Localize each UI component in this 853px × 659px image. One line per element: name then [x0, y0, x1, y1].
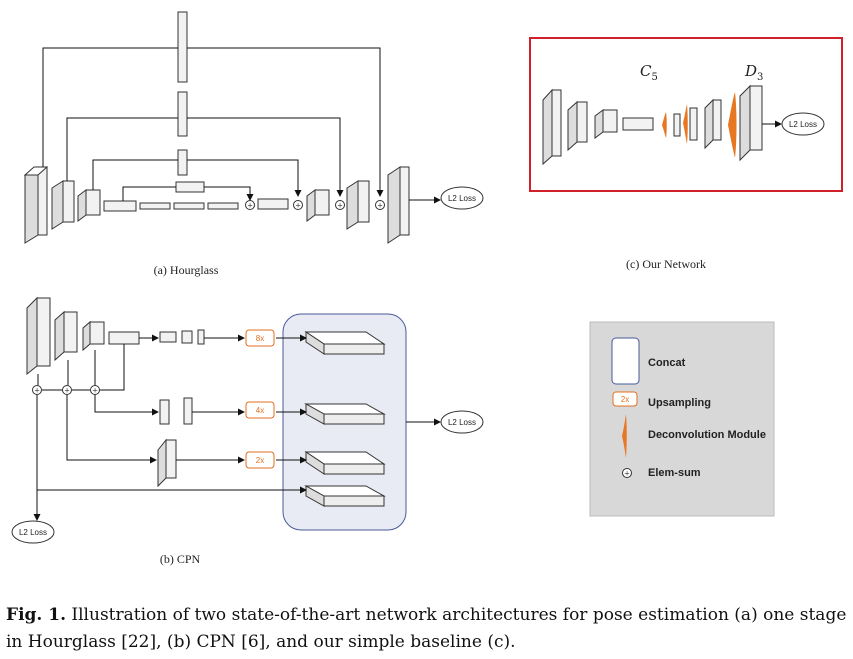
- our-loss-label: L2 Loss: [789, 120, 817, 129]
- upsampling-icon-label: 2x: [621, 395, 629, 404]
- cpn-block-2: [54, 310, 78, 362]
- figure-caption: Fig. 1. Illustration of two state-of-the…: [6, 602, 851, 656]
- d3-label: D3: [744, 62, 763, 83]
- deconvolution-icon: [622, 414, 627, 458]
- concat-icon: [611, 337, 640, 385]
- deconv-module-1: [662, 112, 667, 138]
- hg-block-6: [387, 166, 410, 244]
- svg-text:2x: 2x: [256, 456, 264, 465]
- hg-flat-3: [173, 202, 205, 210]
- cpn-up-block-2: [181, 330, 193, 344]
- hg-block-3: [77, 189, 101, 222]
- hg-block-1: [23, 166, 49, 244]
- cpn-up-block-1: [159, 331, 177, 343]
- svg-text:8x: 8x: [256, 334, 264, 343]
- svg-text:4x: 4x: [256, 406, 264, 415]
- our-deconv-modules: [662, 92, 737, 158]
- hourglass-label: (a) Hourglass: [154, 263, 219, 277]
- our-block-4: [704, 98, 722, 150]
- hg-flat-2: [139, 202, 171, 210]
- hg-skip-block-1: [177, 11, 188, 83]
- our-network-frame: [529, 37, 843, 192]
- our-c5-block: [622, 117, 654, 131]
- legend-deconvolution: Deconvolution Module: [648, 429, 766, 441]
- cpn-diagram: 8x 4x 2x L2 Loss L2 Loss: [11, 296, 484, 544]
- cpn-elem-sum-2: [62, 385, 72, 395]
- svg-text:L2 Loss: L2 Loss: [19, 528, 47, 537]
- elem-sum-icon: [622, 468, 632, 478]
- hg-flat-1: [103, 200, 137, 212]
- our-block-1: [542, 88, 562, 166]
- hg-skip-block-4: [175, 181, 205, 193]
- our-d3-block: [739, 84, 763, 162]
- hourglass-diagram: [23, 11, 410, 244]
- hg-elem-sum-3: [335, 200, 345, 210]
- legend-concat: Concat: [648, 357, 686, 369]
- cpn-upsample-4x: 4x: [245, 401, 275, 419]
- cpn-connections: [33, 334, 441, 521]
- hg-block-5: [346, 180, 370, 230]
- upsampling-icon: [612, 391, 638, 407]
- cpn-elem-sum-1: [32, 385, 42, 395]
- hourglass-connections: [42, 47, 441, 204]
- svg-text:L2 Loss: L2 Loss: [448, 418, 476, 427]
- cpn-loss-side: L2 Loss: [11, 520, 55, 544]
- cpn-up-block-3: [197, 329, 205, 345]
- deconv-module-2: [683, 104, 688, 144]
- legend-upsampling: Upsampling: [648, 397, 711, 409]
- cpn-slab-2: [304, 403, 386, 425]
- cpn-upsample-2x: 2x: [245, 451, 275, 469]
- caption-text: Illustration of two state-of-the-art net…: [6, 605, 847, 652]
- cpn-low-block: [157, 438, 177, 488]
- hg-elem-sum-2: [293, 200, 303, 210]
- legend-elem-sum: Elem-sum: [648, 467, 701, 479]
- our-block-2: [567, 100, 588, 152]
- cpn-mid-block-1: [159, 399, 170, 425]
- c5-label: C5: [640, 62, 658, 83]
- hg-skip-block-3: [177, 149, 188, 176]
- our-network-label: (c) Our Network: [626, 257, 706, 271]
- cpn-block-3: [82, 320, 105, 352]
- cpn-upsample-8x: 8x: [245, 329, 275, 347]
- hg-loss-label: L2 Loss: [448, 194, 476, 203]
- hg-block-2: [51, 180, 75, 230]
- cpn-flat-block: [108, 331, 140, 345]
- hg-elem-sum-4: [375, 200, 385, 210]
- legend: Concat 2x Upsampling Deconvolution Modul…: [589, 321, 775, 517]
- figure-canvas: +: [11, 11, 843, 566]
- cpn-slab-1: [304, 331, 386, 355]
- cpn-slab-4: [304, 485, 386, 507]
- hg-elem-sum-1: [245, 200, 255, 210]
- hg-skip-block-2: [177, 91, 188, 137]
- our-small-block-2: [689, 107, 698, 141]
- cpn-label: (b) CPN: [160, 552, 201, 566]
- our-network-diagram: L2 Loss C5 D3: [529, 37, 843, 192]
- hg-flat-4: [207, 202, 239, 210]
- cpn-mid-block-2: [183, 397, 193, 425]
- our-block-3: [594, 109, 618, 139]
- our-small-block-1: [673, 113, 681, 137]
- cpn-block-1: [26, 296, 51, 376]
- cpn-loss-main: L2 Loss: [440, 410, 484, 434]
- hg-block-4: [306, 189, 330, 222]
- our-loss: L2 Loss: [781, 112, 825, 136]
- caption-fig-number: Fig. 1.: [6, 605, 66, 625]
- cpn-elem-sum-3: [90, 385, 100, 395]
- cpn-slab-3: [304, 451, 386, 475]
- deconv-module-3: [728, 92, 737, 158]
- hg-loss: L2 Loss: [440, 186, 484, 210]
- hg-flat-5: [257, 198, 289, 210]
